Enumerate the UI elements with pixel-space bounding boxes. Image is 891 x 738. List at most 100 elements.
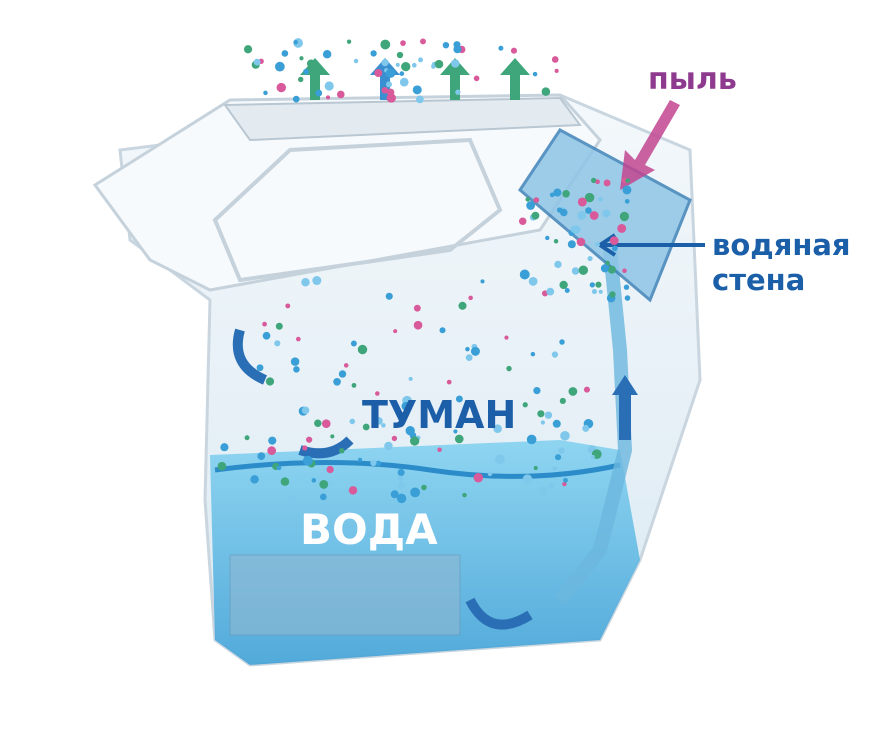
particle [526, 434, 537, 445]
particle [559, 339, 565, 345]
particle [537, 410, 545, 418]
particle [551, 56, 559, 63]
particle [605, 260, 610, 266]
particle [598, 196, 604, 202]
particle [545, 235, 550, 241]
particle [396, 493, 407, 504]
particle [480, 279, 485, 284]
particle [220, 443, 229, 452]
particle [401, 401, 411, 411]
particle [473, 75, 480, 82]
particle [562, 481, 567, 487]
particle [522, 402, 528, 408]
particle [589, 211, 599, 220]
particle [303, 68, 309, 75]
particle [625, 178, 630, 183]
particle [399, 71, 405, 76]
particle [351, 382, 357, 388]
particle [257, 452, 266, 460]
particle [598, 289, 603, 294]
particle [559, 280, 568, 290]
particle [548, 482, 555, 490]
particle [381, 59, 389, 67]
particle [321, 419, 331, 429]
particle [262, 331, 271, 340]
particle [587, 256, 593, 262]
particle [297, 76, 304, 83]
particle [595, 281, 602, 288]
particle [455, 395, 463, 403]
particle [462, 492, 467, 498]
particle [401, 61, 411, 72]
particle [553, 188, 562, 197]
particle [386, 93, 396, 103]
particle [276, 82, 286, 93]
particle [611, 245, 618, 252]
particle [262, 321, 267, 327]
particle [439, 327, 446, 334]
particle [397, 475, 404, 481]
particle [302, 445, 308, 451]
particle [290, 357, 300, 366]
water-wall-label: водяная стена [712, 228, 851, 297]
flow-arrow-up-mist [298, 436, 354, 459]
particle [349, 418, 356, 425]
particle [577, 197, 587, 207]
particle [455, 89, 461, 95]
particle [393, 329, 398, 334]
particle [412, 85, 422, 95]
particle [265, 377, 275, 386]
particle [609, 236, 619, 246]
particle [533, 197, 540, 203]
particle [553, 239, 559, 244]
particle [530, 351, 536, 357]
particle [420, 38, 426, 45]
particle [518, 217, 527, 226]
particle [544, 411, 553, 419]
particle [396, 51, 404, 59]
particle [582, 424, 590, 432]
particle [454, 434, 464, 444]
particle [301, 278, 310, 287]
particle [311, 478, 317, 483]
particle [217, 461, 227, 471]
dust-label: пыль [648, 62, 737, 97]
particle [498, 45, 504, 51]
particle [380, 39, 391, 50]
dust-arrow [620, 100, 680, 190]
particle [322, 49, 332, 59]
particle [302, 455, 313, 466]
particle [470, 346, 480, 356]
particle [494, 454, 505, 465]
particle [602, 209, 611, 218]
particle [281, 50, 289, 57]
particle [552, 466, 558, 472]
particle [560, 208, 568, 217]
particle [578, 265, 589, 275]
handle [212, 137, 503, 283]
particle [293, 366, 300, 373]
particle [370, 50, 377, 57]
particle [288, 494, 295, 500]
particle [409, 436, 420, 446]
particle [385, 81, 392, 88]
particle [567, 240, 576, 249]
particle [306, 436, 313, 443]
particle [276, 465, 282, 471]
particle [590, 454, 595, 460]
particle [493, 424, 502, 434]
particle [397, 468, 405, 477]
particle [296, 336, 301, 342]
particle [453, 429, 458, 434]
particle [400, 40, 406, 46]
particle [473, 473, 484, 483]
particle [595, 179, 600, 185]
particle [325, 95, 331, 100]
particle [346, 39, 352, 44]
particle [375, 417, 383, 425]
particle [531, 211, 540, 220]
particle [504, 335, 509, 340]
particle [538, 486, 548, 496]
particle [583, 386, 590, 393]
